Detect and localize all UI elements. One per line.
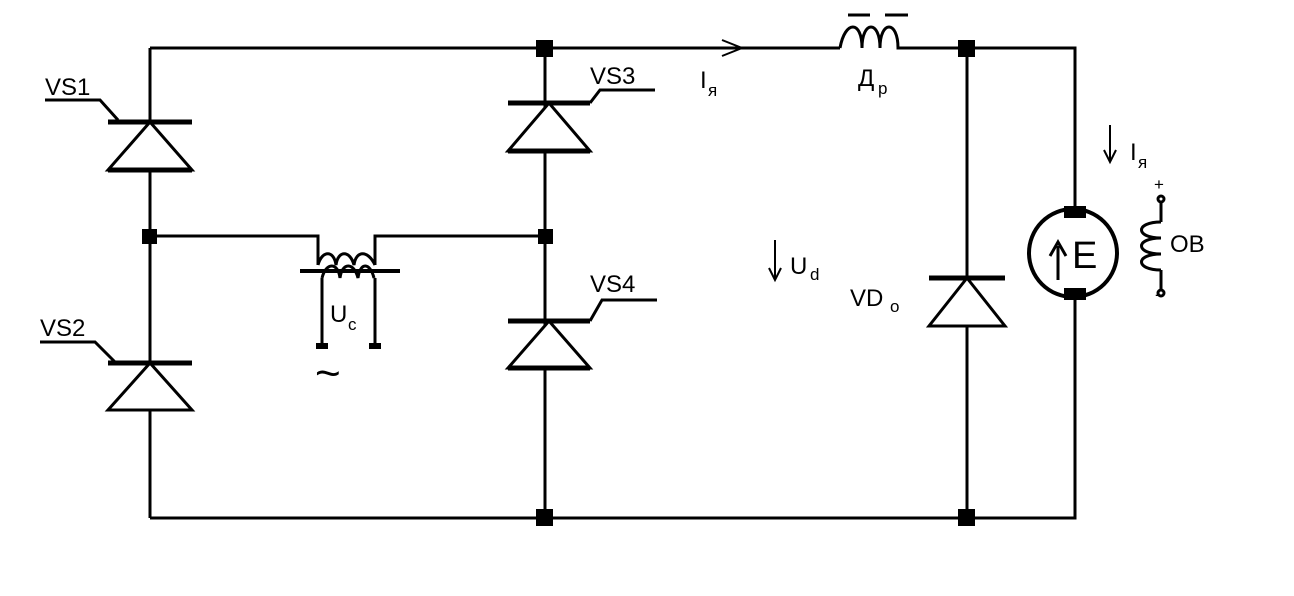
label-vs1: VS1 bbox=[45, 74, 90, 101]
label-supply-sub: c bbox=[348, 315, 357, 334]
thyristor-vs4 bbox=[504, 298, 657, 371]
label-choke: Д bbox=[858, 65, 874, 92]
thyristor-vs2 bbox=[40, 340, 196, 412]
choke-inductor bbox=[838, 13, 910, 50]
label-voltage-sub: d bbox=[810, 265, 819, 284]
label-supply: U bbox=[330, 301, 347, 328]
wire-transformer-left bbox=[150, 234, 320, 265]
voltage-arrow bbox=[768, 240, 782, 283]
label-diode: VD bbox=[850, 285, 883, 312]
label-voltage: U bbox=[790, 253, 807, 280]
wire-transformer-right bbox=[373, 234, 545, 265]
field-winding bbox=[1140, 194, 1166, 298]
junction-bottom-middle bbox=[536, 509, 553, 526]
label-current-top-sub: я bbox=[708, 81, 717, 100]
motor-arrow-icon bbox=[1048, 238, 1068, 280]
thyristor-vs1 bbox=[45, 98, 196, 173]
current-arrow-right bbox=[1103, 125, 1117, 165]
label-motor-emf: E bbox=[1072, 235, 1097, 277]
thyristor-vs3 bbox=[504, 88, 655, 154]
diode-vd0 bbox=[925, 275, 1009, 328]
wire-bottom bbox=[150, 295, 1077, 520]
current-arrow-top bbox=[721, 39, 745, 57]
dc-motor bbox=[1027, 206, 1119, 300]
label-choke-sub: р bbox=[878, 79, 887, 98]
label-current-right: I bbox=[1130, 139, 1137, 166]
label-current-right-sub: я bbox=[1138, 153, 1147, 172]
label-minus: - bbox=[1155, 285, 1161, 304]
wire-top-right bbox=[740, 46, 1077, 210]
junction-top-right bbox=[958, 40, 975, 57]
label-vs2: VS2 bbox=[40, 315, 85, 342]
label-field-winding: OB bbox=[1170, 231, 1205, 258]
junction-right-middle bbox=[538, 229, 553, 244]
label-vs4: VS4 bbox=[590, 271, 635, 298]
label-vs3: VS3 bbox=[590, 63, 635, 90]
junction-top-middle bbox=[536, 40, 553, 57]
label-diode-sub: o bbox=[890, 297, 899, 316]
label-current-top: I bbox=[700, 67, 707, 94]
transformer bbox=[300, 252, 400, 349]
label-ac: ~ bbox=[315, 349, 341, 398]
junction-bottom-right bbox=[958, 509, 975, 526]
junction-left-middle bbox=[142, 229, 157, 244]
label-plus: + bbox=[1154, 175, 1164, 194]
